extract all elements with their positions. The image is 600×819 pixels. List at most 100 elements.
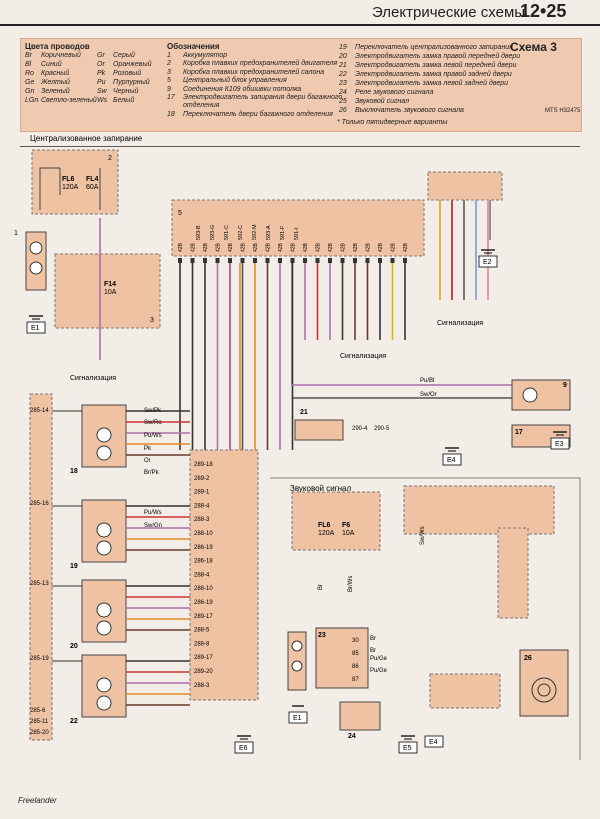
- ecu-wire-code: 42В: [316, 242, 322, 252]
- wire-label: Pu/Bl: [420, 378, 434, 384]
- connector-pin: 286-18: [194, 559, 213, 565]
- relay-pin: 86: [352, 664, 359, 670]
- connector-pin: 285-14: [30, 408, 49, 414]
- item-left-text: Электродвигатель запирания двери багажно…: [183, 94, 343, 101]
- item-right-code: 20: [339, 53, 347, 60]
- horn-switch: [519, 649, 569, 717]
- item-left-code: 17: [167, 94, 175, 101]
- connector-pin: 289-1: [194, 490, 210, 496]
- color-left-code: Bl: [25, 61, 32, 68]
- connector-pin: 288-8: [194, 641, 210, 647]
- connector-pin: 288-4: [194, 503, 210, 509]
- item-left-text: Коробка плавких предохранителей двигател…: [183, 60, 338, 68]
- ground-label: E1: [293, 715, 302, 722]
- scheme-label: Схема 3: [510, 40, 557, 54]
- item-right-text: Электродвигатель замка левой задней двер…: [355, 80, 509, 87]
- connector-pin: 289-18: [194, 462, 213, 468]
- color-left-text: Синий: [41, 61, 62, 68]
- item-left-text: Центральный блок управления: [183, 77, 287, 85]
- color-left-text: Красный: [41, 70, 70, 77]
- ecu-wire-code: 42В: [253, 242, 259, 252]
- color-right-text: Розовый: [113, 70, 142, 77]
- ecu-wire-code: 42В: [353, 242, 359, 252]
- item-right-code: 19: [339, 44, 347, 51]
- ecu-num: 5: [178, 210, 182, 217]
- ground-label: E3: [555, 441, 564, 448]
- ecu-wire-code: 42В: [403, 242, 409, 252]
- fuse-fl6: FL6: [62, 176, 75, 183]
- color-right-code: Ws: [97, 97, 108, 104]
- fuse-box-engine: [31, 149, 119, 215]
- connector-pin: 288-4: [194, 572, 210, 578]
- ecu-wire-code: 42В: [391, 242, 397, 252]
- wire-label: Sw/Ro: [144, 420, 162, 426]
- color-right-text: Пурпурный: [113, 79, 150, 86]
- ecu-pin-label: 593-A: [266, 225, 272, 240]
- ecu-wire-code: 42В: [178, 242, 184, 252]
- relay-pin: 87: [352, 677, 359, 683]
- battery-num: 1: [14, 230, 18, 237]
- ground-label: E6: [239, 745, 248, 752]
- connector-pin: 285-16: [30, 501, 49, 507]
- ecu-wire-code: 42В: [341, 242, 347, 252]
- color-right-text: Серый: [113, 52, 135, 59]
- item-right-text: Звуковой сигнал: [355, 98, 410, 105]
- color-right-code: Pu: [97, 79, 106, 86]
- signal-label-3: Сигнализация: [437, 320, 483, 327]
- connector-block-9-right: [189, 449, 259, 701]
- wire-label: Or: [144, 458, 151, 464]
- color-left-code: Ro: [25, 70, 34, 77]
- relay-pin: 85: [352, 651, 359, 657]
- wire-label: Sw/Ws: [420, 526, 426, 545]
- color-left-code: Gn: [25, 88, 35, 95]
- legend-footnote: * Только пятидверные варианты: [337, 119, 448, 126]
- battery-top: [25, 231, 47, 291]
- connector-pin: 289-2: [194, 476, 210, 482]
- ecu-pin-label: 592-M: [252, 224, 258, 240]
- ecu-wire-code: 42В: [203, 242, 209, 252]
- fuse-f6-rating: 10A: [342, 530, 355, 537]
- item-left-text: Коробка плавких предохранителей салона: [183, 68, 325, 76]
- wire-label: Sw/Pk: [144, 408, 162, 414]
- item-left-text: Переключатель двери багажного отделения: [183, 110, 333, 118]
- fuse-box-cabin-num: 3: [150, 317, 154, 324]
- ecu-pin-label: 593-B: [196, 225, 202, 240]
- item-right-text: Переключатель централизованного запирани…: [355, 44, 513, 51]
- item-left-code: 3: [167, 68, 171, 76]
- fuse-fl4-rating: 60A: [86, 184, 99, 191]
- horn: [339, 701, 381, 731]
- section-central-locking: Централизованное запирание: [30, 134, 143, 143]
- connector-pin: 290-5: [374, 426, 390, 432]
- color-right-text: Белый: [113, 97, 135, 104]
- color-left-code: LGn: [25, 97, 39, 104]
- connector-pin: 285-6: [30, 708, 46, 714]
- ecu-pin-label: 591-F: [280, 225, 286, 240]
- item-left-code: 1: [167, 52, 171, 59]
- item-right-code: 22: [339, 71, 347, 78]
- wire-label: Pu/Ws: [144, 510, 162, 516]
- fuse-f14-rating: 10A: [104, 289, 117, 296]
- motor-17-num: 9: [563, 382, 567, 389]
- wire-label: Pu/Ge: [370, 656, 388, 662]
- item-right-code: 24: [339, 89, 347, 96]
- fuse-box-engine-num: 2: [108, 155, 112, 162]
- color-left-text: Желтый: [41, 79, 70, 86]
- item-left-text: отделения: [183, 102, 220, 110]
- color-left-text: Зеленый: [41, 88, 70, 95]
- ecu-central: [171, 199, 425, 257]
- ecu-pin-label: 593-G: [210, 225, 216, 240]
- item-left-code: 2: [167, 60, 171, 68]
- ground-label: E4: [447, 457, 456, 464]
- designations-title: Обозначения: [167, 42, 220, 51]
- ecu-wire-code: 42В: [228, 242, 234, 252]
- wire-label: Sw/Or: [420, 392, 437, 398]
- ecu-pin-label: 591-C: [224, 225, 230, 240]
- section-horn: Звуковой сигнал: [290, 484, 352, 493]
- wire-label: Br/Pk: [144, 470, 160, 476]
- connector-pin: 288-10: [194, 531, 213, 537]
